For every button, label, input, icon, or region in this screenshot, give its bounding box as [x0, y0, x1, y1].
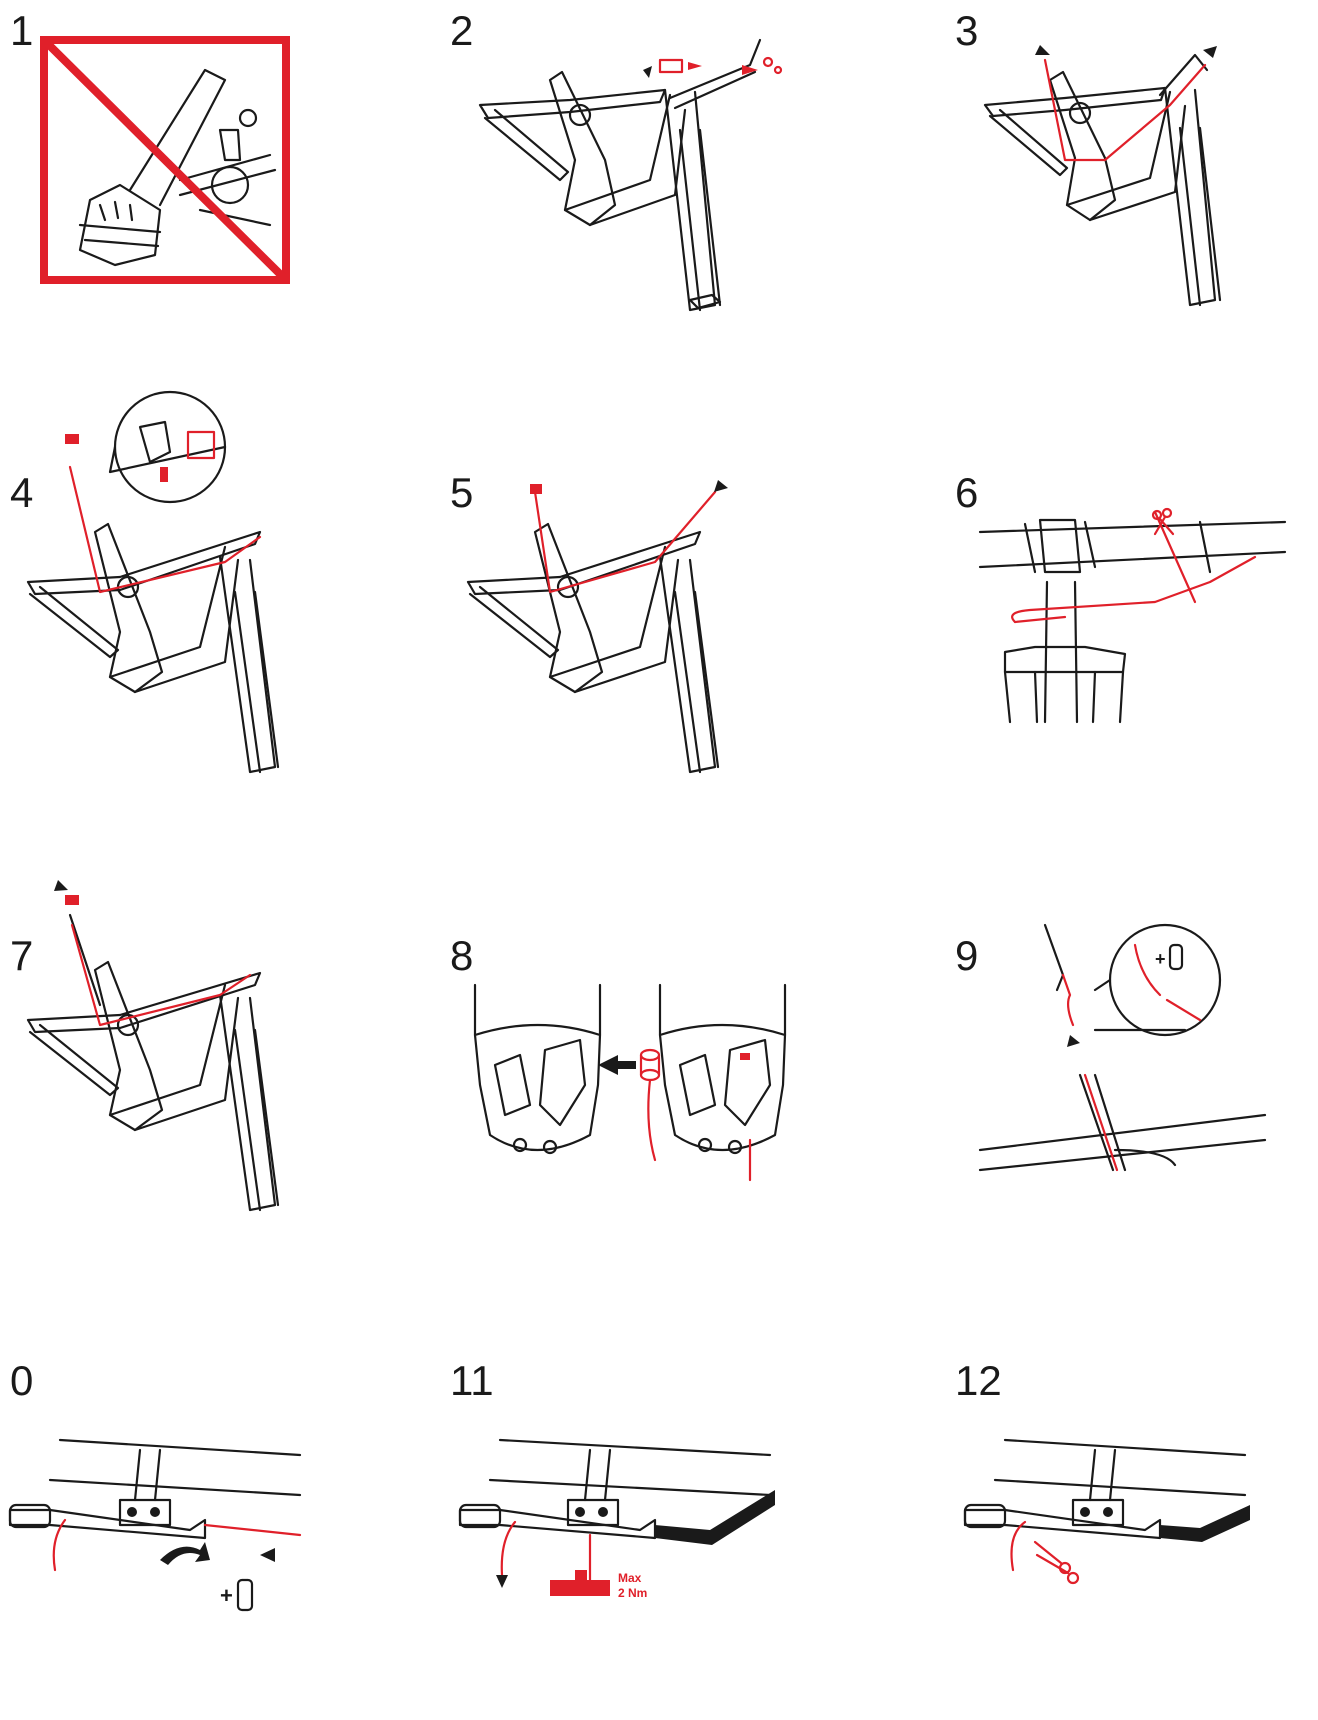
step-number: 0	[10, 1357, 34, 1404]
step-9-panel: 9 +	[955, 923, 1318, 1295]
plus-sign: +	[1155, 949, 1166, 969]
step-8-panel: 8	[450, 935, 870, 1295]
magnifier-callout-icon: +	[1093, 923, 1222, 1037]
frame-port-right	[658, 983, 787, 1182]
arrow-icon	[598, 1055, 618, 1075]
cable-end-cap-icon	[65, 434, 79, 444]
arrow-icon	[1203, 46, 1217, 58]
step-6-panel: 6	[955, 472, 1318, 832]
arrow-icon	[1067, 1035, 1080, 1047]
frame-headset-removal-illustration	[478, 38, 783, 312]
brake-hose	[1160, 1505, 1250, 1542]
cable-insertion-illustration	[26, 390, 280, 774]
brake-bleed-torque-illustration: Max 2 Nm	[458, 1438, 775, 1600]
step-7-panel: 7	[10, 880, 430, 1295]
step-number: 1	[10, 7, 34, 54]
bike-frame-drawing	[478, 70, 722, 312]
torque-label-line1: Max	[618, 1571, 642, 1585]
cable-grommet	[639, 1048, 661, 1162]
step-number: 7	[10, 932, 34, 979]
cable-exit-illustration	[466, 480, 728, 774]
rotate-arrow-icon	[160, 1542, 210, 1565]
cable-port-detail-illustration	[473, 983, 787, 1182]
cable-end-cap-icon	[65, 895, 79, 905]
arrow-icon	[643, 66, 652, 78]
step-5-panel: 5	[450, 472, 870, 832]
step-number: 6	[955, 469, 979, 516]
prohibited-clamping-illustration	[40, 36, 290, 284]
frame-port-left	[473, 983, 602, 1155]
step-number: 4	[10, 469, 34, 516]
step-4-panel: 4	[10, 390, 430, 832]
seat-tube-housing-illustration: +	[978, 923, 1267, 1172]
step-2-panel: 2	[450, 10, 870, 370]
cable-end-cap-icon	[530, 484, 542, 494]
scissors-icon	[1151, 507, 1175, 536]
arrow-icon	[714, 480, 728, 492]
brake-lever-connection-illustration: +	[8, 1438, 302, 1612]
step-12-panel: 12	[955, 1360, 1318, 1720]
step-number: 5	[450, 469, 474, 516]
arrow-icon	[1035, 45, 1050, 55]
torque-wrench-icon	[550, 1533, 610, 1596]
cable-trim-illustration	[963, 1438, 1250, 1585]
torque-label-line2: 2 Nm	[618, 1586, 647, 1600]
step-number: 11	[450, 1357, 494, 1404]
step-3-panel: 3	[955, 10, 1318, 370]
arrow-icon	[496, 1575, 508, 1588]
guide-extraction-illustration	[26, 880, 280, 1212]
step-number: 9	[955, 932, 979, 979]
step-number: 8	[450, 932, 474, 979]
step-1-panel: 1	[10, 10, 430, 370]
step-number: 12	[955, 1357, 1002, 1404]
cable-routing-illustration	[983, 45, 1222, 307]
arrow-icon	[260, 1548, 275, 1562]
handlebar-cable-loop-illustration	[978, 507, 1287, 724]
plus-sign: +	[220, 1583, 233, 1608]
step-10-panel: 0 +	[8, 1357, 430, 1720]
step-11-panel: 11 Max 2 Nm	[450, 1360, 870, 1720]
scissors-icon	[1033, 1540, 1080, 1585]
step-number: 3	[955, 7, 979, 54]
arrow-icon	[54, 880, 68, 891]
magnifier-callout-icon	[108, 390, 227, 504]
brake-hose	[655, 1490, 775, 1545]
step-number: 2	[450, 7, 474, 54]
prohibition-icon	[40, 36, 290, 284]
headset-parts	[658, 56, 783, 75]
